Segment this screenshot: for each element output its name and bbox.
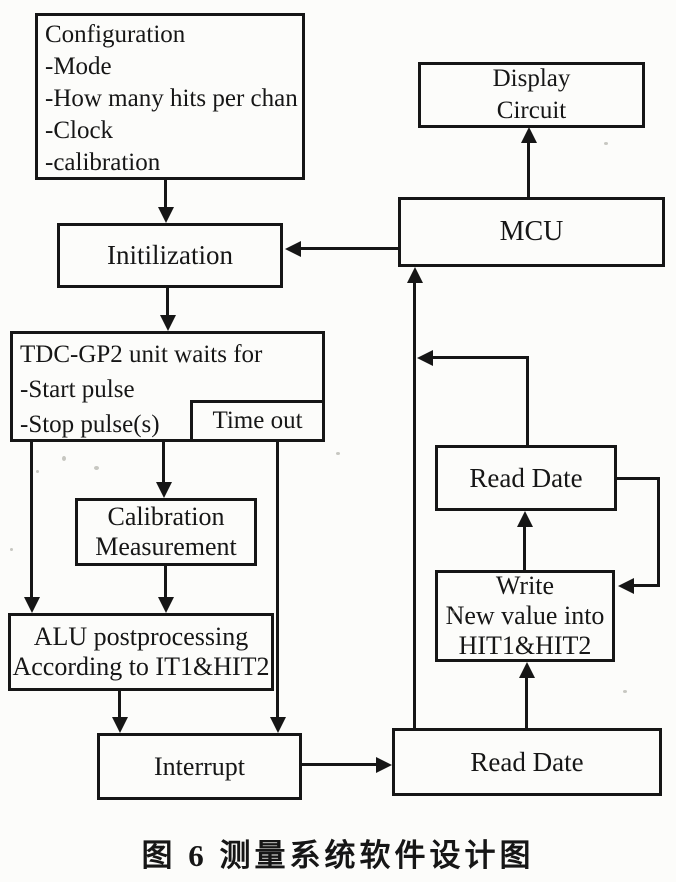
node-alu-line: ALU postprocessing — [33, 622, 249, 651]
node-timeout-label: Time out — [212, 407, 303, 434]
arrowhead-right-icon — [376, 757, 392, 773]
arrowhead-down-icon — [158, 207, 174, 223]
arrowhead-up-icon — [407, 267, 423, 283]
arrowhead-left-icon — [417, 350, 433, 366]
node-tdc-wait: TDC-GP2 unit waits for -Start pulse -Sto… — [10, 331, 325, 442]
node-read-date-bottom: Read Date — [392, 728, 662, 796]
scan-speckle — [94, 466, 99, 470]
arrowhead-left-icon — [618, 578, 634, 594]
node-mcu-label: MCU — [499, 216, 564, 247]
edge-init-to-tdc-line — [166, 288, 169, 318]
arrowhead-down-icon — [158, 597, 174, 613]
node-display-line: Display — [492, 65, 571, 92]
node-write-line: HIT1&HIT2 — [458, 631, 592, 660]
arrowhead-down-icon — [160, 315, 176, 331]
node-tdc-wait-line: -Stop pulse(s) — [20, 411, 160, 438]
scan-speckle — [452, 610, 455, 614]
node-configuration-line: -calibration — [45, 149, 161, 176]
node-read-date-top-label: Read Date — [469, 462, 583, 493]
node-timeout: Time out — [190, 400, 325, 442]
node-alu-postprocessing: ALU postprocessing According to IT1&HIT2 — [8, 613, 274, 691]
arrowhead-up-icon — [521, 127, 537, 143]
arrowhead-up-icon — [517, 511, 533, 527]
edge-loop-top-line — [617, 477, 660, 480]
scan-speckle — [10, 548, 13, 551]
edge-alu-to-interrupt-line — [118, 691, 121, 720]
node-mcu: MCU — [398, 197, 665, 267]
edge-mcu-to-display-line — [527, 141, 530, 197]
node-initialization-label: Initilization — [107, 240, 233, 270]
arrowhead-down-icon — [270, 717, 286, 733]
edge-config-to-init-line — [164, 180, 167, 210]
edge-tdc-to-alu-line — [30, 442, 33, 600]
node-interrupt-label: Interrupt — [154, 751, 245, 781]
edge-loop-right-line — [657, 477, 660, 587]
node-interrupt: Interrupt — [97, 733, 302, 800]
node-configuration-line: Configuration — [45, 21, 186, 48]
edge-timeout-to-interrupt-line — [276, 442, 279, 720]
node-alu-line: According to IT1&HIT2 — [12, 652, 270, 681]
scan-speckle — [623, 690, 627, 693]
scan-speckle — [336, 452, 340, 455]
edge-read-to-write-line — [525, 676, 528, 728]
edge-read-to-mcu-line — [413, 281, 416, 728]
node-display-line: Circuit — [496, 97, 567, 124]
node-tdc-wait-line: -Start pulse — [20, 376, 135, 403]
node-read-date-top: Read Date — [435, 445, 617, 511]
edge-loop-bottom-line — [632, 584, 660, 587]
edge-mcu-to-init-line — [299, 247, 398, 250]
node-tdc-wait-line: TDC-GP2 unit waits for — [20, 341, 263, 368]
arrowhead-down-icon — [24, 597, 40, 613]
node-configuration-line: -Mode — [45, 53, 112, 80]
edge-write-to-read-line — [523, 525, 526, 570]
node-write-new-value: Write New value into HIT1&HIT2 — [435, 570, 615, 662]
arrowhead-left-icon — [285, 241, 301, 257]
arrowhead-down-icon — [156, 482, 172, 498]
scan-speckle — [604, 142, 608, 145]
node-calibration-measurement: Calibration Measurement — [75, 498, 257, 566]
node-configuration-line: -Clock — [45, 117, 114, 144]
edge-tdc-to-calibration-line — [162, 442, 165, 485]
edge-readtop-junction-line — [431, 356, 529, 359]
node-write-line: Write — [495, 571, 555, 600]
figure-caption: 图 6 测量系统软件设计图 — [141, 838, 535, 873]
scan-speckle — [36, 470, 39, 473]
node-read-date-bottom-label: Read Date — [470, 746, 584, 777]
node-configuration-line: -How many hits per chan — [45, 85, 298, 112]
node-display-circuit: Display Circuit — [418, 62, 645, 128]
scan-speckle — [62, 456, 66, 461]
arrowhead-up-icon — [519, 662, 535, 678]
node-write-line: New value into — [445, 601, 605, 630]
node-calibration-line: Measurement — [95, 532, 237, 561]
edge-readtop-up-line — [526, 356, 529, 445]
node-initialization: Initilization — [57, 223, 283, 288]
node-configuration: Configuration -Mode -How many hits per c… — [35, 13, 305, 180]
edge-calibration-to-alu-line — [164, 566, 167, 600]
arrowhead-down-icon — [112, 717, 128, 733]
edge-interrupt-to-read-line — [302, 763, 378, 766]
node-calibration-line: Calibration — [107, 502, 225, 531]
